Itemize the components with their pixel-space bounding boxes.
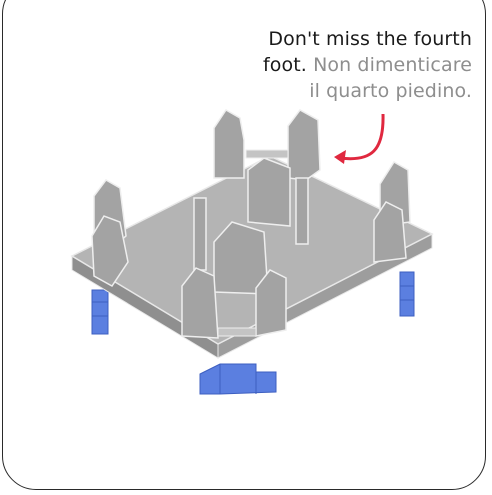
blue-foot-right [400,272,414,316]
blue-foot-front [200,364,276,394]
blue-foot-left [92,290,108,334]
curved-arrow-icon [334,114,383,164]
